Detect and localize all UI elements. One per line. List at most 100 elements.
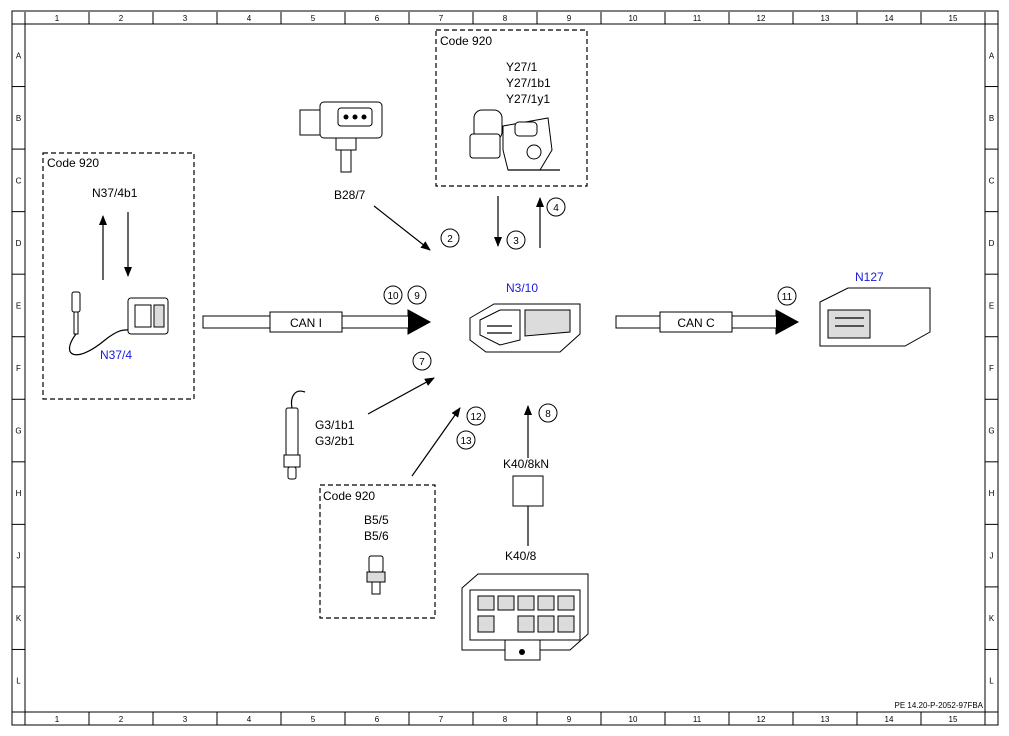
column-label-top: 11 <box>693 14 702 23</box>
group-top-label: Code 920 <box>440 34 492 48</box>
frame-row-labels: A A B B C C D D E E F F G G H H J J K K L L <box>15 51 994 685</box>
column-label-top: 1 <box>55 14 60 23</box>
column-label-top: 13 <box>821 14 830 23</box>
row-label-left: B <box>16 114 21 123</box>
signal-11: 11 <box>777 286 797 306</box>
row-label-right: A <box>989 51 995 60</box>
column-label-top: 12 <box>757 14 766 23</box>
g3-oxygen-sensors: G3/1b1 G3/2b1 <box>283 390 355 480</box>
label-n127: N127 <box>855 270 884 284</box>
signal-3-label: 3 <box>513 236 519 247</box>
signal-7-label: 7 <box>419 357 425 368</box>
row-label-right: F <box>989 364 994 373</box>
row-label-left: E <box>16 301 21 310</box>
signal-4-label: 4 <box>553 203 559 214</box>
column-label-bottom: 13 <box>821 715 830 724</box>
signal-8: 8 <box>538 403 558 423</box>
column-label-bottom: 7 <box>439 715 444 724</box>
n3-10-engine-control-unit: N3/10 <box>469 281 581 353</box>
n127-control-unit: N127 <box>819 270 931 347</box>
doc-reference: PE 14.20-P-2052-97FBA <box>895 701 984 710</box>
column-label-top: 5 <box>311 14 316 23</box>
row-label-left: C <box>16 176 22 185</box>
frame-column-labels: 1122334455667788991010111112121313141415… <box>55 14 958 724</box>
can-i-bus: CAN I <box>202 309 432 335</box>
column-label-top: 4 <box>247 14 252 23</box>
frame-grid-ticks <box>12 12 998 725</box>
signal-7: 7 <box>412 351 432 371</box>
signal-10: 10 <box>383 285 403 305</box>
signal-2-label: 2 <box>447 234 453 245</box>
column-label-bottom: 8 <box>503 715 508 724</box>
signal-4: 4 <box>546 197 566 217</box>
egr-valve-icon <box>469 109 560 171</box>
row-label-left: K <box>16 614 22 623</box>
label-b5-6: B5/6 <box>364 529 389 543</box>
label-y27-1y1: Y27/1y1 <box>506 92 550 106</box>
column-label-top: 15 <box>949 14 958 23</box>
fuse-box-icon <box>461 573 589 661</box>
row-label-left: G <box>15 427 21 436</box>
group-code-920-bottom: Code 920 B5/5 B5/6 <box>319 484 436 619</box>
group-code-920-left: Code 920 N37/4b1 N37/4 <box>42 152 195 400</box>
label-b28-7: B28/7 <box>334 188 366 202</box>
signal-13: 13 <box>456 430 476 450</box>
row-label-right: K <box>989 614 995 623</box>
label-g3-2b1: G3/2b1 <box>315 434 355 448</box>
column-label-bottom: 2 <box>119 715 124 724</box>
column-label-top: 6 <box>375 14 380 23</box>
column-label-bottom: 12 <box>757 715 766 724</box>
temperature-sensor-icon <box>366 555 386 595</box>
column-label-top: 7 <box>439 14 444 23</box>
signal-13-label: 13 <box>460 436 472 447</box>
row-label-right: J <box>990 552 994 561</box>
row-label-left: A <box>16 51 22 60</box>
group-code-920-top: Code 920 Y27/1 Y27/1b1 Y27/1y1 <box>435 29 588 187</box>
column-label-top: 14 <box>885 14 894 23</box>
column-label-bottom: 15 <box>949 715 958 724</box>
can-c-bus: CAN C <box>615 309 800 335</box>
label-k40-8: K40/8 <box>505 549 537 563</box>
signal-11-label: 11 <box>782 292 793 303</box>
label-n37-4: N37/4 <box>100 348 132 362</box>
label-can-i: CAN I <box>290 316 322 330</box>
row-label-right: H <box>989 489 995 498</box>
row-label-right: G <box>988 427 994 436</box>
row-label-left: H <box>16 489 22 498</box>
o2-sensor-icon <box>283 390 306 480</box>
signal-8-label: 8 <box>545 409 551 420</box>
row-label-right: B <box>989 114 994 123</box>
k40-8kn-relay: K40/8kN <box>503 457 549 546</box>
ecu-icon <box>469 303 581 353</box>
column-label-bottom: 3 <box>183 715 188 724</box>
row-label-left: J <box>17 552 21 561</box>
signal-12-label: 12 <box>470 412 482 423</box>
column-label-bottom: 5 <box>311 715 316 724</box>
column-label-top: 8 <box>503 14 508 23</box>
row-label-left: F <box>16 364 21 373</box>
row-label-right: E <box>989 301 994 310</box>
column-label-bottom: 1 <box>55 715 60 724</box>
label-can-c: CAN C <box>677 316 715 330</box>
control-module-icon <box>819 287 931 347</box>
row-label-left: D <box>16 239 22 248</box>
signal-markers: 2 3 4 10 9 11 7 12 13 8 <box>383 197 797 450</box>
column-label-bottom: 6 <box>375 715 380 724</box>
label-y27-1b1: Y27/1b1 <box>506 76 551 90</box>
row-label-right: C <box>989 176 995 185</box>
b28-7-pressure-sensor: B28/7 <box>299 101 383 202</box>
k40-8-fuse-relay-module: K40/8 <box>461 549 589 661</box>
column-label-bottom: 11 <box>693 715 702 724</box>
signal-9: 9 <box>407 285 427 305</box>
column-label-top: 3 <box>183 14 188 23</box>
row-label-right: L <box>989 677 994 686</box>
column-label-top: 2 <box>119 14 124 23</box>
column-label-top: 10 <box>629 14 638 23</box>
row-label-right: D <box>989 239 995 248</box>
label-n3-10: N3/10 <box>506 281 538 295</box>
row-label-left: L <box>16 677 21 686</box>
signal-2: 2 <box>440 228 460 248</box>
signal-9-label: 9 <box>414 291 420 302</box>
label-k40-8kn: K40/8kN <box>503 457 549 471</box>
